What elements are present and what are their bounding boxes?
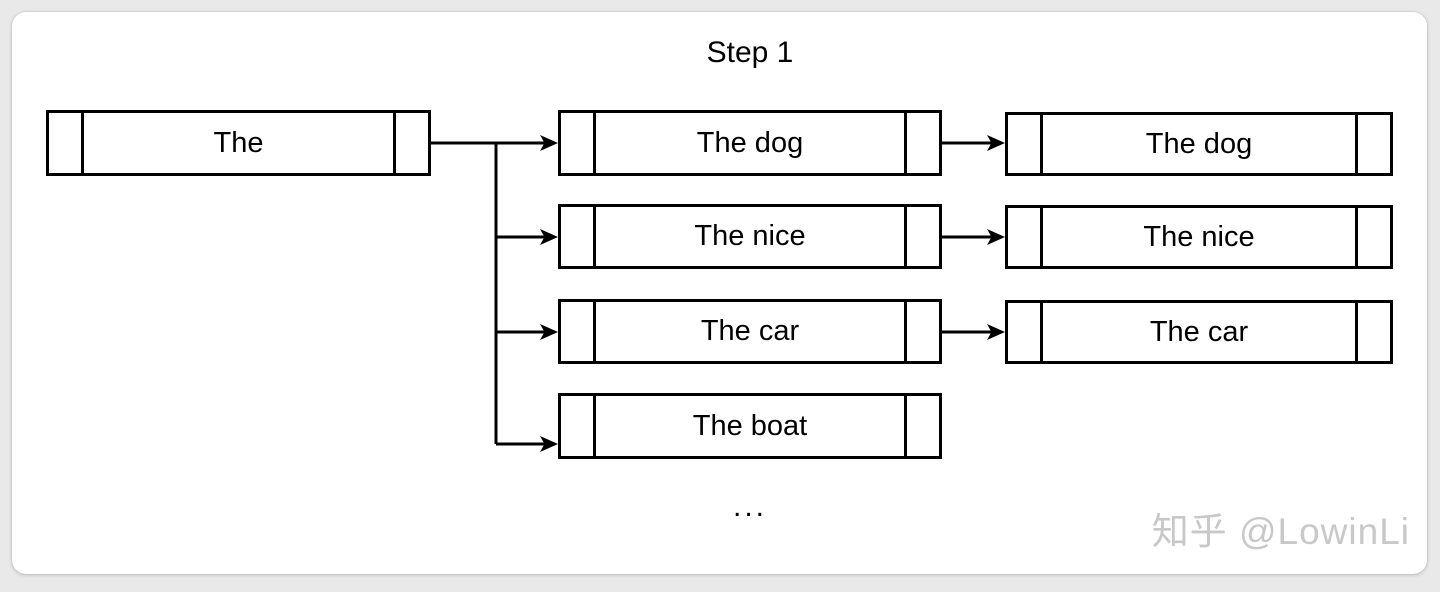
more-candidates-ellipsis: ...	[732, 490, 767, 523]
box-label: The dog	[1145, 127, 1253, 160]
token-box-candidate-3: The boat	[558, 393, 942, 459]
step-title: Step 1	[706, 36, 794, 69]
box-label: The nice	[694, 220, 806, 252]
box-left-cell	[561, 302, 596, 361]
box-right-cell	[393, 113, 428, 173]
box-left-cell	[1008, 303, 1043, 361]
box-left-cell	[561, 207, 596, 266]
token-box-candidate-1: The nice	[558, 204, 942, 269]
token-box-selected-2: The car	[1005, 300, 1393, 364]
box-right-cell	[1355, 303, 1390, 361]
box-label: The nice	[1143, 220, 1255, 253]
box-label: The dog	[696, 126, 804, 159]
box-left-cell	[1008, 208, 1043, 266]
token-box-selected-1: The nice	[1005, 205, 1393, 269]
diagram-card	[12, 12, 1427, 574]
box-right-cell	[1355, 208, 1390, 266]
token-box-root: The	[46, 110, 431, 176]
box-label: The car	[1149, 315, 1249, 348]
token-box-candidate-2: The car	[558, 299, 942, 364]
box-label: The boat	[692, 409, 808, 442]
box-left-cell	[49, 113, 84, 173]
token-box-selected-0: The dog	[1005, 112, 1393, 176]
box-left-cell	[1008, 115, 1043, 173]
box-right-cell	[904, 113, 939, 173]
box-left-cell	[561, 113, 596, 173]
watermark: 知乎 @LowinLi	[1151, 511, 1410, 552]
box-right-cell	[904, 302, 939, 361]
token-box-candidate-0: The dog	[558, 110, 942, 176]
box-label: The	[213, 126, 264, 159]
box-left-cell	[561, 396, 596, 456]
box-right-cell	[904, 207, 939, 266]
box-label: The car	[700, 315, 800, 347]
box-right-cell	[1355, 115, 1390, 173]
box-right-cell	[904, 396, 939, 456]
